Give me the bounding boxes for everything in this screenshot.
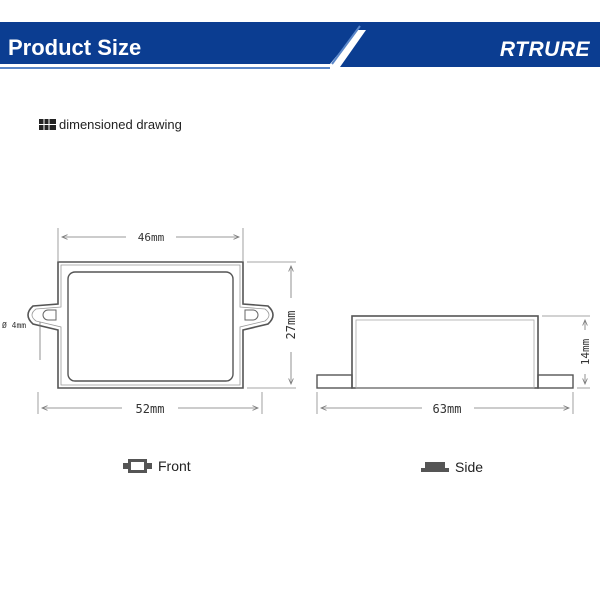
dim-side-total-width: 63mm bbox=[316, 392, 574, 416]
front-outline-inner bbox=[31, 264, 270, 386]
banner-right-band bbox=[340, 30, 600, 67]
side-view bbox=[316, 315, 574, 389]
dim-52-label: 52mm bbox=[136, 402, 165, 416]
front-view bbox=[27, 261, 274, 389]
front-panel bbox=[67, 271, 234, 382]
side-box-icon bbox=[421, 462, 449, 472]
banner-left-band bbox=[0, 22, 600, 64]
banner-divider bbox=[331, 25, 361, 65]
section-label: dimensioned drawing bbox=[39, 117, 182, 132]
page-title: Product Size bbox=[8, 35, 142, 60]
dim-14-label: 14mm bbox=[579, 338, 592, 365]
side-body-inner bbox=[355, 319, 535, 389]
front-box-icon bbox=[123, 459, 152, 473]
section-label-text: dimensioned drawing bbox=[59, 117, 182, 132]
header-banner bbox=[0, 22, 600, 69]
hole-diameter-label: Ø 4mm bbox=[2, 320, 26, 330]
front-view-text: Front bbox=[158, 458, 191, 474]
left-mount-hole bbox=[42, 309, 57, 321]
grid-icon bbox=[39, 119, 56, 130]
side-flange-left bbox=[316, 374, 353, 389]
right-mount-hole bbox=[244, 309, 259, 321]
side-view-text: Side bbox=[455, 459, 484, 475]
dim-27-label: 27mm bbox=[284, 311, 298, 340]
brand-logo: RTRURE bbox=[499, 38, 590, 61]
side-flange-right bbox=[537, 374, 574, 389]
dim-63-label: 63mm bbox=[433, 402, 462, 416]
front-outline bbox=[27, 261, 274, 389]
dim-front-inner-width: 46mm bbox=[57, 228, 244, 262]
front-view-label: Front bbox=[123, 458, 191, 474]
dim-front-total-width: 52mm bbox=[37, 392, 263, 416]
side-body bbox=[351, 315, 539, 389]
dim-front-height: 27mm bbox=[247, 261, 298, 389]
dim-side-height: 14mm bbox=[542, 315, 592, 389]
dim-46-label: 46mm bbox=[138, 231, 165, 244]
side-view-label: Side bbox=[421, 459, 483, 475]
